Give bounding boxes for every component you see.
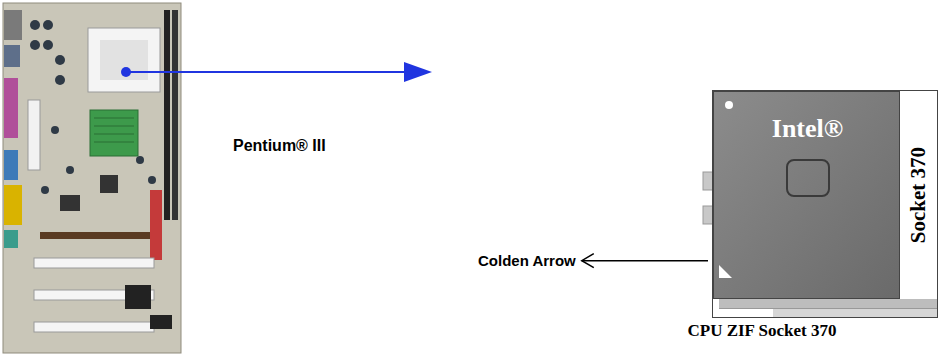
pointer-arrow <box>121 62 432 82</box>
socket-box: Intel® Socket 370 <box>712 90 938 318</box>
socket-lever <box>773 309 937 317</box>
cpu-chip: Intel® <box>713 91 900 299</box>
socket-lever <box>719 299 937 309</box>
figure-caption: CPU ZIF Socket 370 <box>687 321 836 341</box>
part-name: Pentium® III <box>233 137 326 155</box>
leader-line <box>582 260 708 262</box>
callout-label: Colden Arrow <box>478 252 576 269</box>
leader-lines <box>582 254 708 268</box>
arrow-head <box>582 254 594 268</box>
brand-label: Intel® <box>772 114 843 144</box>
motherboard-picture <box>3 3 181 353</box>
socket-label: Socket 370 <box>906 147 930 243</box>
